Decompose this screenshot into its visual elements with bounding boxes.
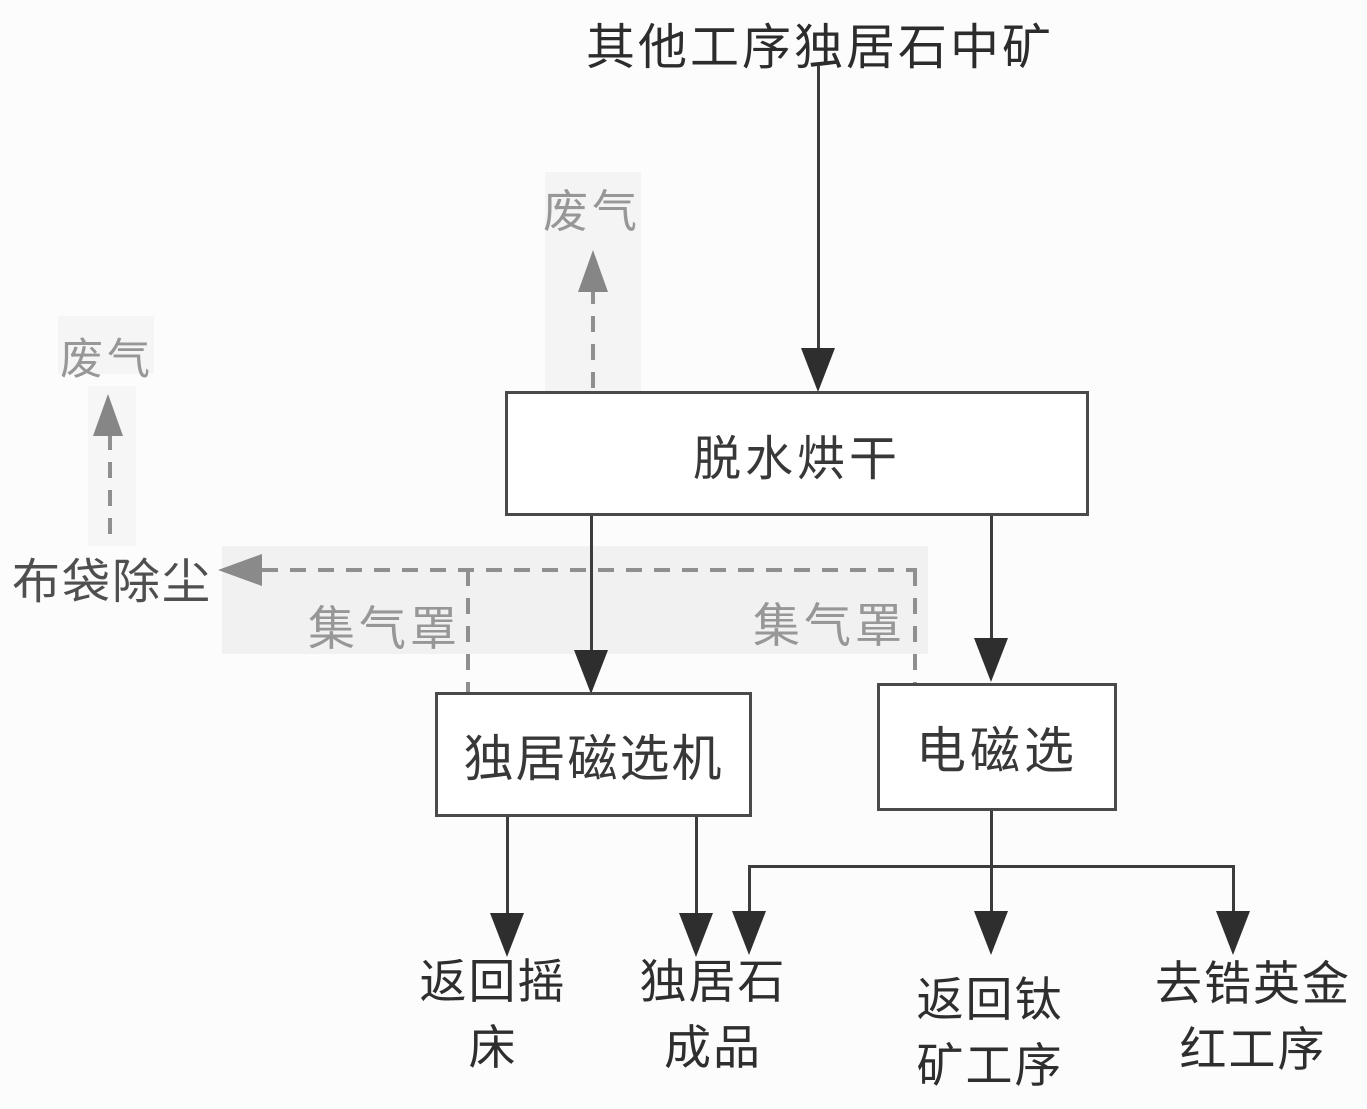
waste-gas-dashed-line-center [591, 288, 595, 390]
arrowhead-into-electromagnetic [974, 638, 1008, 682]
arrowhead-into-bag-dust-collector [218, 554, 262, 586]
process-box-dehydration: 脱水烘干 [505, 391, 1089, 516]
gas-hood-dashed-line-left [466, 570, 470, 692]
gas-hood-dashed-line-right [913, 570, 917, 683]
arrowhead-into-product-right [732, 911, 766, 955]
process-box-monazite-separator-label: 独居磁选机 [463, 730, 724, 787]
output-monazite-product: 独居石 成品 [613, 950, 813, 1082]
bag-dust-collector-label: 布袋除尘 [12, 556, 213, 609]
arrowhead-into-dehydration [801, 348, 835, 392]
flow-line-branch-to-titanium [990, 867, 993, 911]
dust-duct-dashed-line [262, 568, 917, 572]
arrowhead-into-zircon [1216, 911, 1250, 955]
flow-line-dehydration-to-separator [590, 512, 593, 650]
scan-artifact [222, 546, 928, 654]
arrowhead-into-titanium [974, 911, 1008, 955]
arrowhead-waste-gas-left [93, 394, 123, 436]
process-box-monazite-separator: 独居磁选机 [435, 692, 752, 817]
flow-line-source-to-dehydration [817, 66, 820, 350]
gas-hood-label-left: 集气罩 [308, 604, 461, 656]
output-monazite-product-line2: 成品 [664, 1023, 762, 1075]
output-zircon-rutile-line2: 红工序 [1179, 1025, 1327, 1077]
waste-gas-label-center: 废气 [543, 187, 642, 237]
arrowhead-into-separator [574, 650, 608, 694]
source-label: 其他工序独居石中矿 [585, 20, 1054, 75]
output-return-shaking-table-line1: 返回摇 [419, 957, 567, 1009]
output-return-shaking-table: 返回摇 床 [393, 950, 593, 1082]
output-return-titanium-line2: 矿工序 [916, 1041, 1064, 1093]
flow-line-separator-to-product [695, 813, 698, 913]
output-zircon-rutile: 去锆英金 红工序 [1143, 952, 1363, 1084]
process-box-electromagnetic: 电磁选 [877, 683, 1117, 811]
waste-gas-dashed-line-left [108, 434, 112, 542]
flow-line-separator-to-shaking-table [506, 813, 509, 913]
flow-line-branch-to-product [748, 865, 751, 911]
output-return-titanium: 返回钛 矿工序 [890, 968, 1090, 1100]
process-box-dehydration-label: 脱水烘干 [692, 432, 901, 486]
gas-hood-label-right: 集气罩 [753, 601, 906, 653]
arrowhead-into-product-left [679, 913, 713, 957]
arrowhead-waste-gas-center [578, 250, 608, 292]
process-box-electromagnetic-label: 电磁选 [916, 723, 1078, 779]
flow-line-dehydration-to-electromagnetic [990, 512, 993, 640]
output-return-titanium-line1: 返回钛 [916, 975, 1064, 1027]
output-monazite-product-line1: 独居石 [639, 957, 787, 1009]
output-zircon-rutile-line1: 去锆英金 [1155, 959, 1351, 1011]
scan-artifact [58, 316, 154, 374]
arrowhead-into-shaking-table [490, 913, 524, 957]
output-return-shaking-table-line2: 床 [468, 1023, 518, 1075]
flow-line-branch-crossbar [748, 865, 1235, 868]
flow-line-branch-to-zircon [1232, 865, 1235, 911]
waste-gas-label-left: 废气 [60, 337, 154, 384]
flow-line-electromagnetic-trunk [990, 807, 993, 867]
